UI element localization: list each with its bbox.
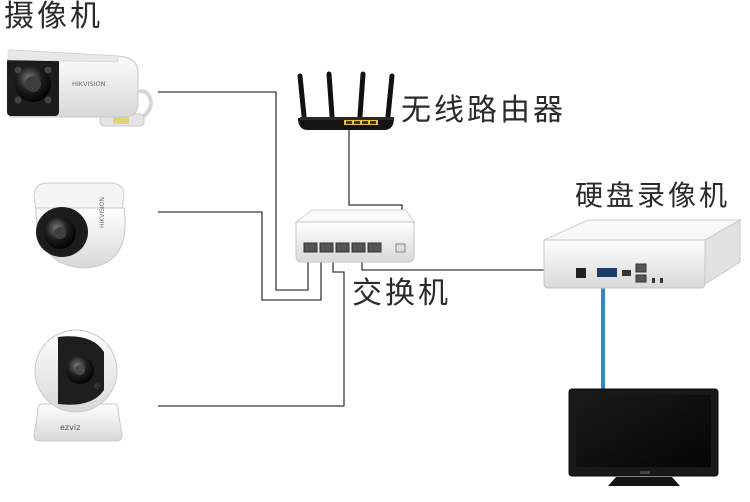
network-switch-icon — [294, 209, 415, 263]
wireless-router-icon — [297, 71, 395, 130]
bullet-camera-icon: HIKVISION — [7, 49, 153, 127]
dome-camera-brand: HIKVISION — [99, 197, 106, 228]
switch-label: 交换机 — [352, 276, 451, 311]
router-label: 无线路由器 — [401, 93, 566, 128]
nvr-label: 硬盘录像机 — [575, 179, 731, 212]
nvr-icon — [543, 219, 742, 289]
cable-ptz-camera — [158, 258, 345, 407]
cable-dome-camera — [158, 211, 322, 301]
cameras-label: 摄像机 — [4, 0, 103, 34]
ptz-camera-brand: ezviz — [60, 423, 80, 432]
ptz-camera-icon: ezviz — [33, 329, 123, 442]
cable-bullet-camera — [158, 91, 309, 291]
dome-camera-icon: HIKVISION — [33, 182, 126, 269]
monitor-icon — [568, 388, 719, 486]
bullet-camera-brand: HIKVISION — [72, 80, 106, 88]
